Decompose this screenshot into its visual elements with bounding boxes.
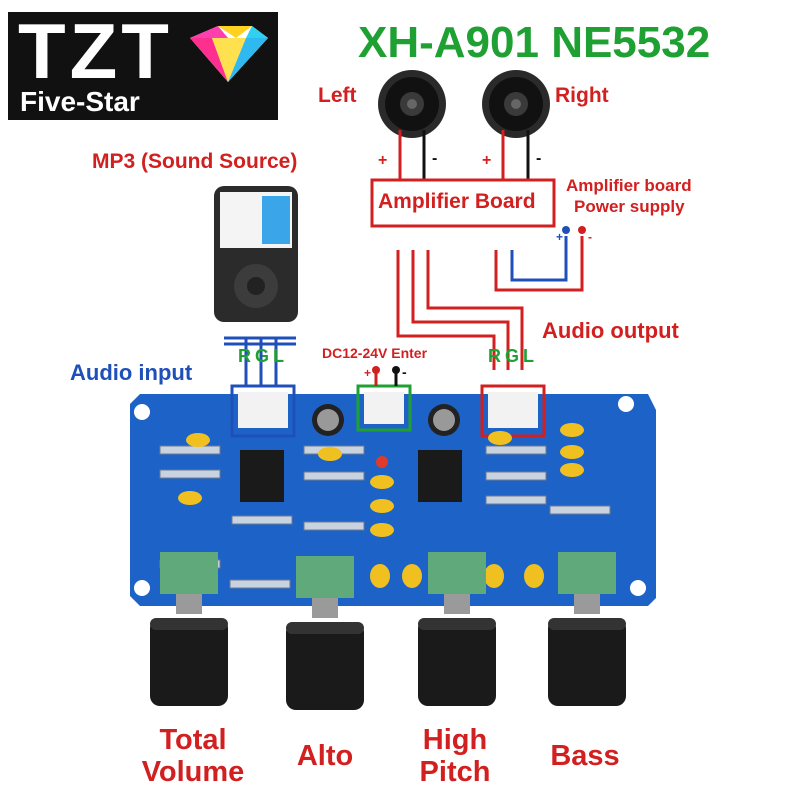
audio-input-connector <box>230 384 296 438</box>
power-input-label: DC12-24V Enter <box>322 345 428 361</box>
audio-output-label: Audio output <box>542 318 679 343</box>
ic-chip-left <box>240 450 284 502</box>
input-channel-label: RGL <box>238 346 288 366</box>
supply-minus-marker: - <box>588 230 592 244</box>
left-minus-marker: - <box>432 150 438 167</box>
volume-knob-icon[interactable] <box>150 552 228 706</box>
logo-brand-text: TZT <box>18 7 173 95</box>
alto-knob-icon[interactable] <box>286 556 364 710</box>
high-pitch-knob-icon[interactable] <box>418 552 496 706</box>
page-title: XH-A901 NE5532 <box>358 18 711 67</box>
right-speaker-label: Right <box>555 84 609 107</box>
audio-input-wires <box>224 336 296 386</box>
amplifier-board-label: Amplifier Board <box>378 190 536 213</box>
mp3-player-icon <box>214 186 298 322</box>
amplifier-power-label-line2: Power supply <box>574 197 685 216</box>
audio-output-wires <box>396 236 584 370</box>
yellow-capacitor-icons <box>178 423 584 588</box>
power-connector <box>356 384 412 432</box>
sound-source-label: MP3 (Sound Source) <box>92 150 298 173</box>
supply-plus-marker: + <box>556 230 564 244</box>
left-speaker-icon <box>378 70 446 138</box>
output-channel-label: RGL <box>488 346 538 366</box>
ic-chip-right <box>418 450 462 502</box>
capacitor-icon <box>312 404 460 436</box>
right-plus-marker: + <box>482 152 492 169</box>
speaker-wires <box>398 130 505 180</box>
left-plus-marker: + <box>378 152 388 169</box>
bass-knob-icon[interactable] <box>548 552 626 706</box>
led-icon <box>376 456 388 468</box>
amplifier-board-box <box>370 178 556 228</box>
dc-minus-marker: - <box>402 364 407 380</box>
knob-label-bass: Bass <box>550 740 620 772</box>
knob-label-alto: Alto <box>296 740 354 772</box>
amplifier-power-label-line1: Amplifier board <box>566 176 692 195</box>
right-speaker-icon <box>482 70 550 138</box>
brand-logo: TZT Five-Star <box>8 7 278 120</box>
logo-subtitle: Five-Star <box>20 86 140 117</box>
left-speaker-label: Left <box>318 84 357 107</box>
audio-output-connector <box>480 384 546 438</box>
dc-plus-marker: + <box>364 366 372 380</box>
right-minus-marker: - <box>536 150 542 167</box>
audio-input-label: Audio input <box>70 360 193 385</box>
